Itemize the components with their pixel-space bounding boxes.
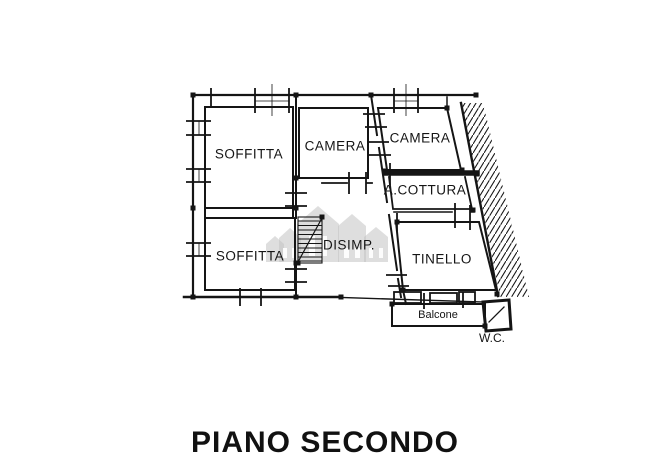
- room-label-disimp: DISIMP.: [323, 238, 375, 253]
- room-label-camera-left: CAMERA: [305, 139, 366, 154]
- room-label-wc: W.C.: [479, 331, 505, 345]
- room-a-cottura: [387, 175, 474, 210]
- terrain-hatching: [462, 103, 529, 297]
- door-window-marks: [186, 84, 471, 309]
- interior-walls: [204, 93, 448, 306]
- room-label-balcone: Balcone: [418, 309, 458, 321]
- room-walls: [204, 106, 513, 333]
- room-wc: [481, 298, 513, 333]
- room-soffitta-bottom: [204, 217, 296, 291]
- houses-logo-watermark-icon: [266, 206, 388, 262]
- floor-title: PIANO SECONDO: [191, 426, 459, 459]
- room-soffitta-top: [204, 106, 294, 209]
- wc-door-swing: [488, 306, 505, 323]
- room-label-a-cottura: A.COTTURA: [384, 183, 467, 198]
- staircase: [297, 216, 323, 264]
- room-tinello: [394, 221, 498, 291]
- room-label-soffitta-bottom: SOFFITTA: [216, 249, 284, 264]
- room-label-camera-right: CAMERA: [390, 131, 451, 146]
- outer-walls: [182, 93, 500, 303]
- room-camera-left: [298, 107, 369, 179]
- room-label-soffitta-top: SOFFITTA: [215, 147, 283, 162]
- room-label-tinello: TINELLO: [412, 252, 472, 267]
- wall-junctions: [190, 92, 500, 329]
